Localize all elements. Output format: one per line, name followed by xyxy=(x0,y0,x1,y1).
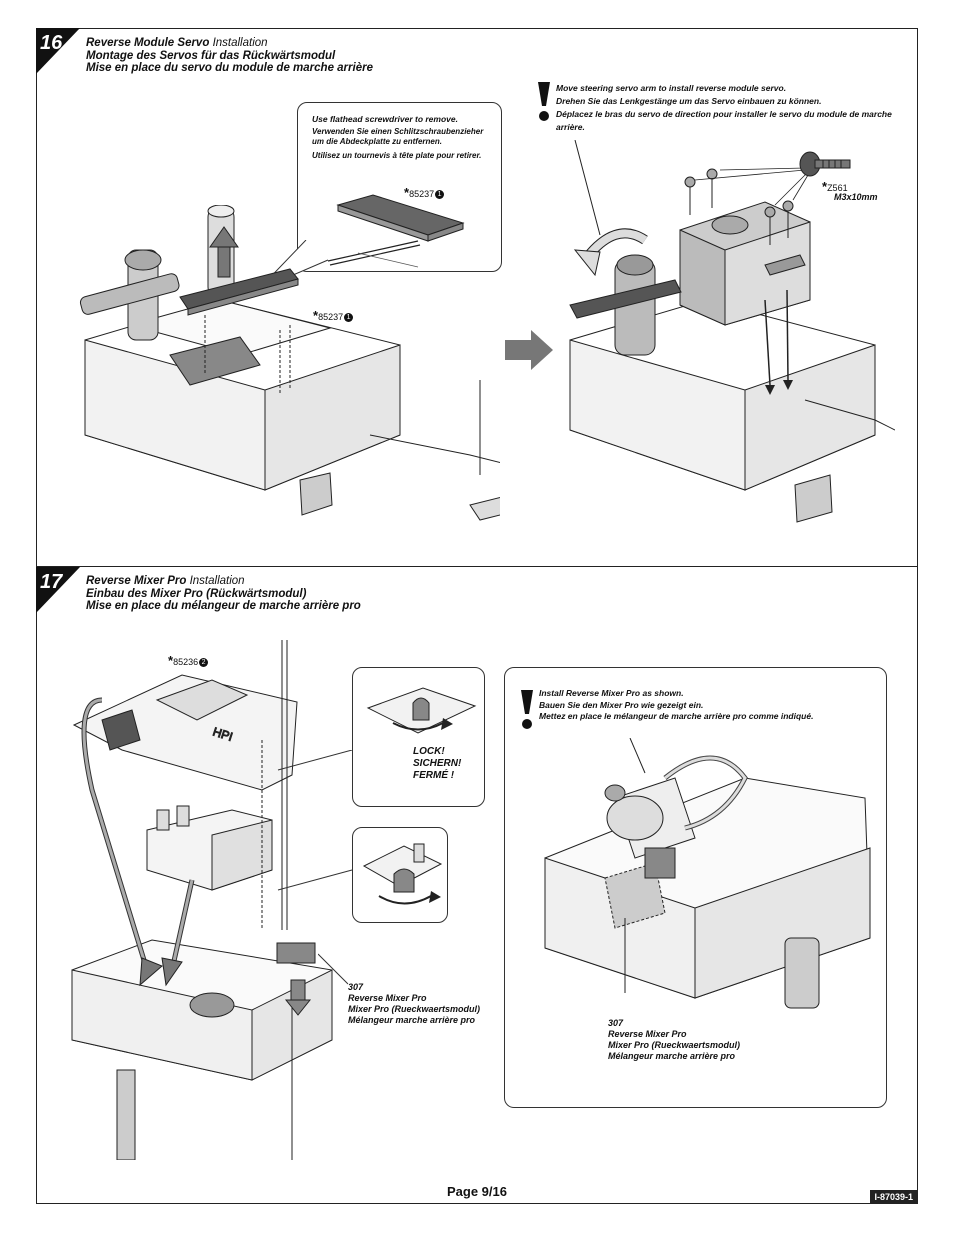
step-16-title-de: Montage des Servos für das Rückwärtsmodu… xyxy=(86,49,336,62)
lock-callout-top: LOCK! SICHERN! FERMÉ ! xyxy=(352,667,485,807)
page-frame xyxy=(36,28,918,1204)
detail-mixer-fr: Mélangeur marche arrière pro xyxy=(608,1051,736,1061)
step-17-note-fr: Mettez en place le mélangeur de marche a… xyxy=(539,711,814,721)
detail-mixer-label: 307 Reverse Mixer Pro Mixer Pro (Rueckwa… xyxy=(608,1018,740,1062)
detail-warning-icon xyxy=(519,690,535,735)
lock-callout-bottom xyxy=(352,827,448,923)
step-17-title-fr: Mise en place du mélangeur de marche arr… xyxy=(86,600,361,612)
step-17-number: 17 xyxy=(40,571,63,593)
document-id: I-87039-1 xyxy=(870,1190,917,1204)
step-16-note-de: Drehen Sie das Lenkgestänge um das Servo… xyxy=(556,96,822,106)
step-17-title: Reverse Mixer Pro Installation Einbau de… xyxy=(86,575,361,613)
mixer-part-en: Reverse Mixer Pro xyxy=(348,993,427,1003)
lock-latch-top-drawing xyxy=(366,687,477,734)
lock-latch-bottom-drawing xyxy=(362,843,443,905)
callout-text-de: Verwenden Sie einen Schlitzschraubenzieh… xyxy=(312,127,484,146)
lock-label: LOCK! SICHERN! FERMÉ ! xyxy=(413,746,461,782)
step-17-badge xyxy=(36,567,80,613)
detail-mixer-de: Mixer Pro (Rueckwaertsmodul) xyxy=(608,1040,741,1050)
detail-mixer-en: Reverse Mixer Pro xyxy=(608,1029,687,1039)
screw-icon xyxy=(799,151,851,177)
step-17-title-de: Einbau des Mixer Pro (Rückwärtsmodul) xyxy=(86,587,307,600)
step-16-title-en: Reverse Module Servo xyxy=(86,37,210,49)
mixer-part-de: Mixer Pro (Rueckwaertsmodul) xyxy=(348,1004,481,1014)
step-16-note: Move steering servo arm to install rever… xyxy=(556,82,896,134)
mixer-detail-box: Install Reverse Mixer Pro as shown. Baue… xyxy=(504,667,887,1108)
step-17-note-en: Install Reverse Mixer Pro as shown. xyxy=(539,688,684,698)
screw-part-number: *Z561 xyxy=(822,179,848,194)
step-17-exploded-drawing: HPI xyxy=(71,640,333,1160)
mixer-leader-line xyxy=(318,953,349,985)
step-16-title-en-suffix: Installation xyxy=(212,37,268,49)
warning-exclamation-icon xyxy=(536,82,552,127)
lock-label-en: LOCK! xyxy=(413,746,445,757)
step-16-chassis-before xyxy=(79,205,500,521)
next-step-arrow xyxy=(505,330,553,370)
step-16-title-fr: Mise en place du servo du module de marc… xyxy=(86,62,373,74)
step-16-note-en: Move steering servo arm to install rever… xyxy=(556,83,787,93)
step-17-note-de: Bauen Sie den Mixer Pro wie gezeigt ein. xyxy=(539,699,704,710)
detail-mixer-number: 307 xyxy=(608,1018,624,1028)
step-16-chassis-after xyxy=(569,140,895,523)
screw-size: M3x10mm xyxy=(834,192,878,202)
callout-text-fr: Utilisez un tournevis à tête plate pour … xyxy=(312,151,482,160)
step-16-note-fr: Déplacez le bras du servo de direction p… xyxy=(556,109,892,132)
section-divider xyxy=(36,566,918,567)
step-17-title-en-suffix: Installation xyxy=(189,575,245,587)
mixer-part-fr: Mélangeur marche arrière pro xyxy=(348,1015,476,1025)
mixer-detail-drawing xyxy=(544,738,871,1009)
lock-callout-pointers xyxy=(277,750,353,891)
mixer-part-number: 307 xyxy=(348,982,364,992)
callout-text-en: Use flathead screwdriver to remove. xyxy=(312,114,458,124)
screwdriver-callout: Use flathead screwdriver to remove. Verw… xyxy=(297,102,502,272)
step-17-title-en: Reverse Mixer Pro xyxy=(86,575,187,587)
svg-text:HPI: HPI xyxy=(211,725,234,744)
lock-label-de: SICHERN! xyxy=(413,758,462,769)
step-16-title: Reverse Module Servo Installation Montag… xyxy=(86,37,373,75)
page-number: Page 9/16 xyxy=(447,1184,507,1199)
step-16-badge xyxy=(36,28,80,74)
lock-label-fr: FERMÉ ! xyxy=(413,770,455,781)
step-16-number: 16 xyxy=(40,32,63,54)
mixer-part-label: 307 Reverse Mixer Pro Mixer Pro (Rueckwa… xyxy=(348,982,480,1026)
step-17-note: Install Reverse Mixer Pro as shown. Baue… xyxy=(539,688,884,723)
cover-plate-drawing xyxy=(327,194,465,268)
